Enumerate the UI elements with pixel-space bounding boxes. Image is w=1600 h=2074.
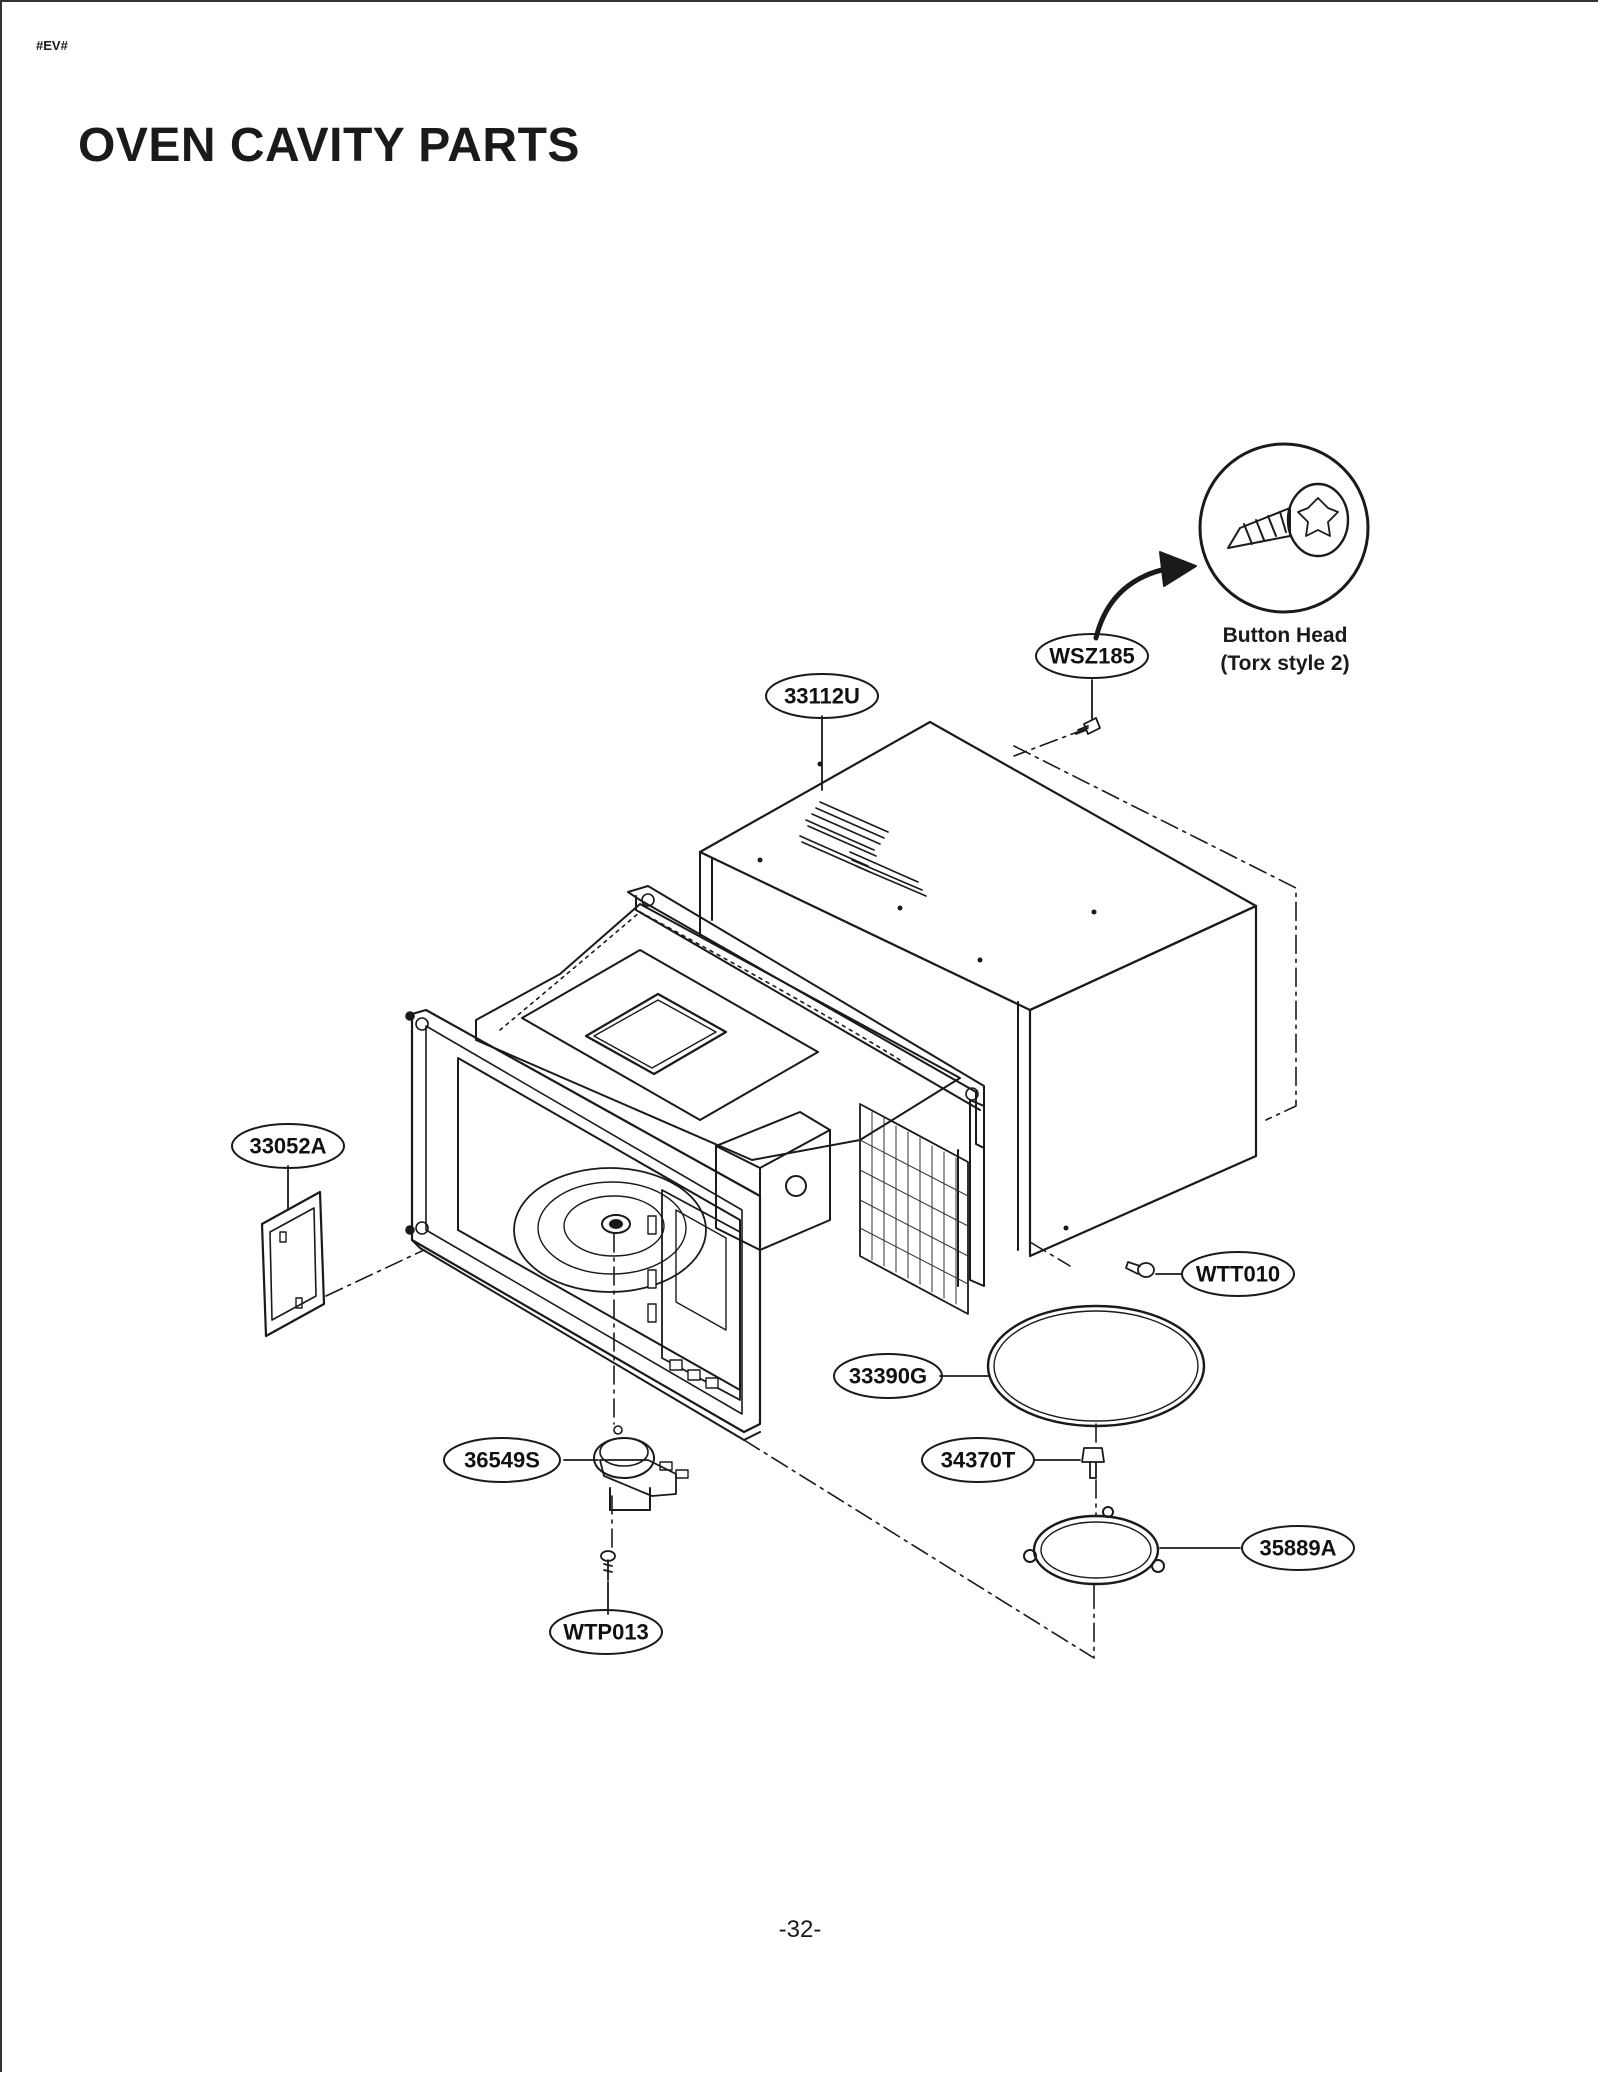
callout-33390g: 33390G [833, 1353, 943, 1399]
callout-36549s: 36549S [443, 1437, 561, 1483]
callout-wtp013: WTP013 [549, 1609, 663, 1655]
cabinet-guide-lines [1013, 727, 1297, 1267]
roller-coupler [1081, 1447, 1105, 1479]
callout-wsz185-label: WSZ185 [1049, 644, 1135, 669]
roller-ring-support [1023, 1506, 1165, 1586]
callout-wtt010-label: WTT010 [1196, 1262, 1280, 1287]
callout-wtp013-label: WTP013 [563, 1620, 649, 1645]
outer-cabinet [698, 720, 1258, 1258]
oven-cavity [405, 885, 985, 1441]
callout-33052a: 33052A [231, 1123, 345, 1169]
detail-caption-line1: Button Head [1222, 624, 1348, 647]
callout-35889a-label: 35889A [1259, 1536, 1336, 1561]
screw-wtp013 [600, 1550, 616, 1581]
detail-caption-line2: (Torx style 2) [1220, 652, 1350, 675]
callout-33390g-label: 33390G [849, 1364, 927, 1389]
callout-35889a: 35889A [1241, 1525, 1355, 1571]
waveguide-cover-part [260, 1190, 326, 1338]
page-title: OVEN CAVITY PARTS [78, 119, 580, 172]
callout-36549s-label: 36549S [464, 1448, 540, 1473]
callout-33112u-label: 33112U [784, 684, 860, 709]
document-code: #EV# [36, 38, 68, 53]
callout-leaders [287, 679, 1241, 1615]
screw-wsz185 [1075, 717, 1101, 735]
callout-33112u: 33112U [765, 673, 879, 719]
page-number: -32- [778, 1916, 822, 1943]
callout-wsz185: WSZ185 [1035, 633, 1149, 679]
turntable-motor [593, 1425, 689, 1511]
callout-34370t-label: 34370T [941, 1448, 1016, 1473]
callout-33052a-label: 33052A [249, 1134, 326, 1159]
screw-wtt010 [1125, 1261, 1155, 1278]
callout-34370t: 34370T [921, 1437, 1035, 1483]
detail-arrow [1093, 551, 1197, 641]
assembly-guide-lines [325, 1233, 1097, 1659]
callout-wtt010: WTT010 [1181, 1251, 1295, 1297]
screw-detail-magnifier [1198, 442, 1370, 614]
glass-tray-ring [986, 1304, 1206, 1428]
